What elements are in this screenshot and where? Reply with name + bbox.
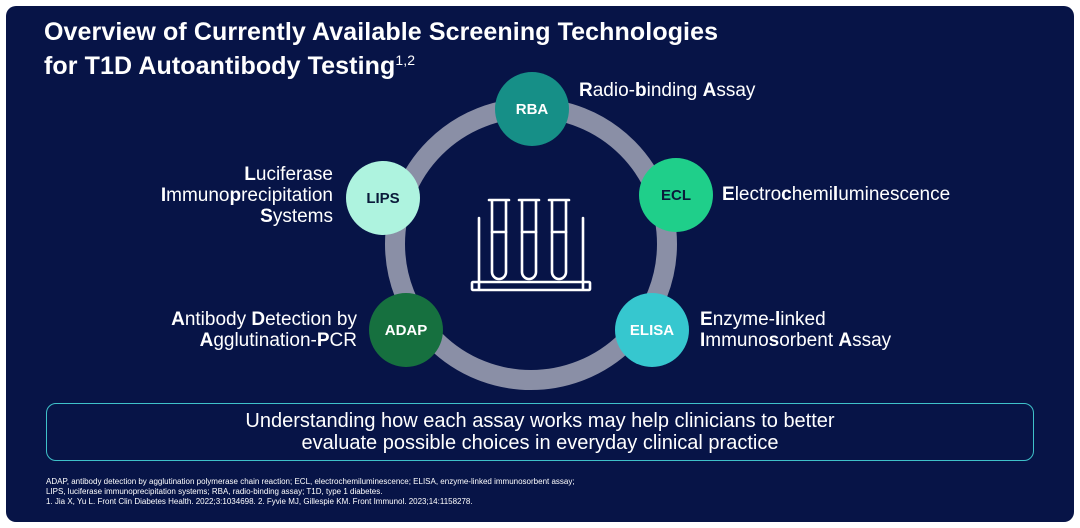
node-elisa-abbr: ELISA (629, 321, 675, 339)
callout-line-1: Understanding how each assay works may h… (245, 410, 835, 432)
test-tubes-in-rack-icon (470, 198, 592, 292)
slide-title: Overview of Currently Available Screenin… (44, 18, 718, 80)
node-ecl-abbr: ECL (661, 186, 691, 204)
node-elisa: ELISA (615, 293, 689, 367)
node-lips-abbr: LIPS (366, 189, 400, 207)
footnote-abbreviations-1: ADAP, antibody detection by agglutinatio… (46, 477, 575, 486)
slide: Overview of Currently Available Screenin… (6, 6, 1074, 522)
node-lips: LIPS (346, 161, 420, 235)
label-line: Radio-binding Assay (579, 80, 756, 101)
node-adap: ADAP (369, 293, 443, 367)
node-rba-abbr: RBA (515, 100, 549, 118)
label-line: Immunoprecipitation (160, 185, 333, 206)
node-adap-abbr: ADAP (384, 321, 428, 339)
title-line-1: Overview of Currently Available Screenin… (44, 18, 719, 46)
label-line: Systems (260, 206, 333, 227)
label-ecl: Electrochemiluminescence (722, 184, 950, 205)
footnote-references: 1. Jia X, Yu L. Front Clin Diabetes Heal… (46, 497, 473, 506)
label-line: Electrochemiluminescence (722, 184, 951, 205)
title-reference-superscript: 1,2 (395, 52, 416, 68)
node-ecl: ECL (639, 158, 713, 232)
title-line-2: for T1D Autoantibody Testing (44, 52, 396, 80)
label-line: Antibody Detection by (171, 309, 357, 330)
label-line: Immunosorbent Assay (700, 330, 892, 351)
label-rba: Radio-binding Assay (579, 80, 755, 101)
key-message-callout: Understanding how each assay works may h… (46, 403, 1034, 461)
label-line: Enzyme-linked (700, 309, 826, 330)
label-line: Luciferase (244, 164, 333, 185)
footnotes: ADAP, antibody detection by agglutinatio… (46, 477, 575, 507)
callout-line-2: evaluate possible choices in everyday cl… (301, 432, 779, 454)
label-line: Agglutination-PCR (199, 330, 357, 351)
footnote-abbreviations-2: LIPS, luciferase immunoprecipitation sys… (46, 487, 383, 496)
node-rba: RBA (495, 72, 569, 146)
